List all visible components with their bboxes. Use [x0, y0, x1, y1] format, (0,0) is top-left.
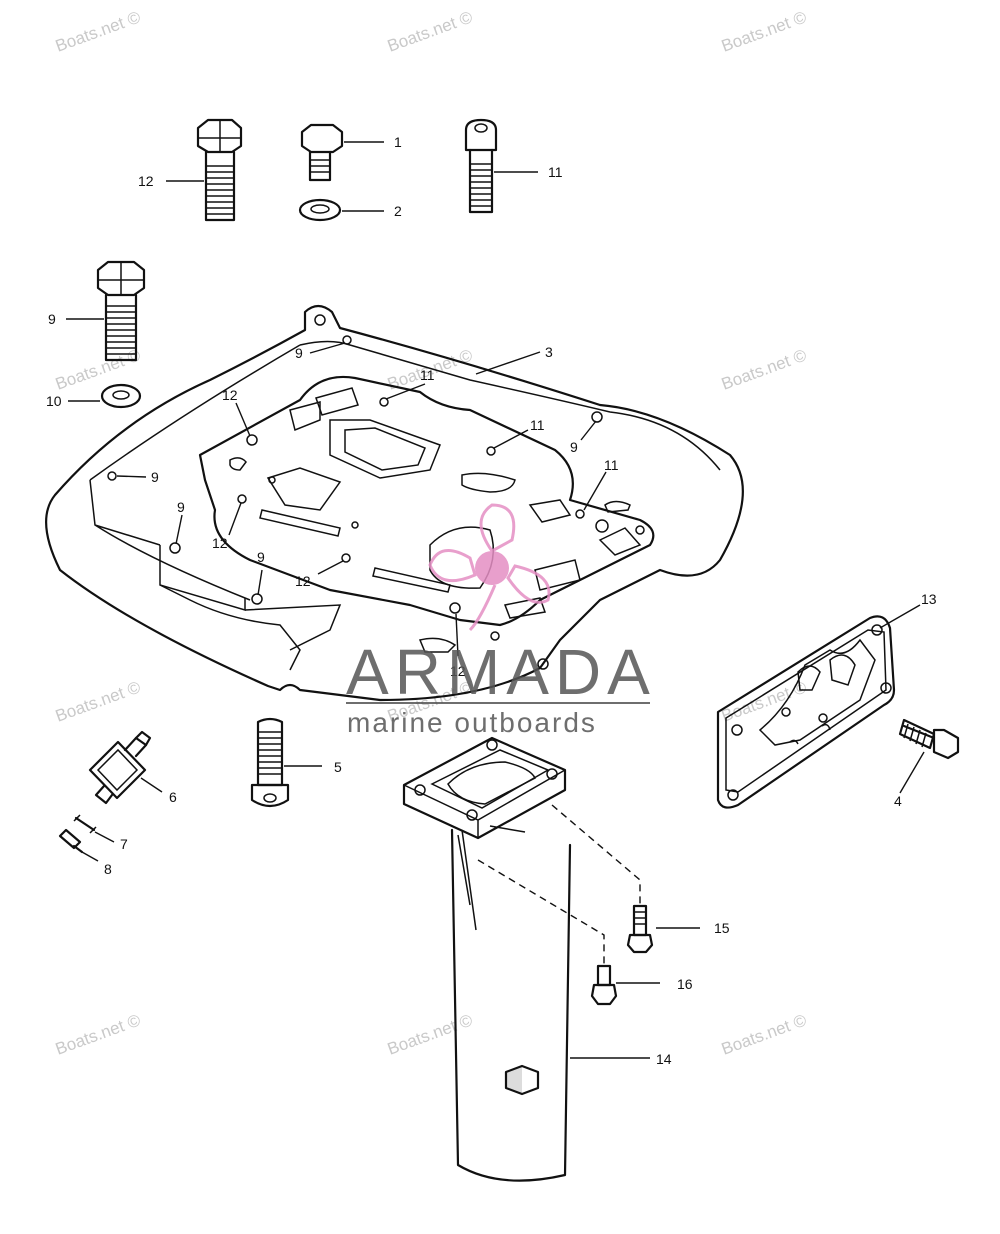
callout-12: 12: [295, 573, 311, 589]
callout-12: 12: [212, 535, 228, 551]
part-7-pin: 7: [73, 814, 128, 852]
callout-11: 11: [604, 457, 619, 473]
part-4-bolt: 4: [894, 718, 960, 809]
callout-9: 9: [151, 469, 159, 485]
part-2-washer: 2: [298, 198, 402, 222]
callout-8: 8: [104, 861, 112, 877]
watermark: Boats.net ©: [719, 7, 810, 55]
part-9-bolt: 9: [48, 260, 146, 362]
callout-9: 9: [570, 439, 578, 455]
armada-logo: ARMADA marine outboards: [346, 503, 656, 738]
part-8-nipple: 8: [58, 828, 112, 877]
callout-1: 1: [394, 134, 402, 150]
callout-16: 16: [677, 976, 693, 992]
callout-13: 13: [921, 591, 937, 607]
callout-9: 9: [177, 499, 185, 515]
watermark: Boats.net ©: [385, 7, 476, 55]
callout-10: 10: [46, 393, 62, 409]
callout-11: 11: [548, 164, 563, 180]
part-12-bolt: 12: [138, 118, 243, 222]
callout-6: 6: [169, 789, 177, 805]
part-6-fitting: 6: [88, 730, 177, 805]
callout-14: 14: [656, 1051, 672, 1067]
part-15-bolt: 15: [551, 804, 730, 954]
logo-name: ARMADA: [346, 636, 656, 708]
watermark: Boats.net ©: [719, 345, 810, 393]
watermark: Boats.net ©: [53, 677, 144, 725]
callout-11: 11: [420, 367, 435, 383]
callout-9: 9: [48, 311, 56, 327]
watermarks: Boats.net © Boats.net © Boats.net © Boat…: [53, 7, 810, 1058]
watermark: Boats.net ©: [719, 1010, 810, 1058]
logo-tagline: marine outboards: [347, 707, 597, 738]
callout-11: 11: [530, 417, 545, 433]
part-5-socket-bolt: 5: [250, 717, 342, 808]
callout-7: 7: [120, 836, 128, 852]
part-16-bolt: 16: [477, 859, 693, 1006]
callout-4: 4: [894, 793, 902, 809]
callout-12: 12: [450, 663, 466, 679]
callout-5: 5: [334, 759, 342, 775]
callout-2: 2: [394, 203, 402, 219]
propeller-icon: [428, 503, 551, 632]
part-3-adapter-plate: 9 3 11 12 11 9 9 11 9 12 9 12 12: [45, 304, 744, 702]
part-1-bolt: 1: [300, 123, 402, 182]
part-10-washer: 10: [46, 383, 142, 409]
callout-12: 12: [138, 173, 154, 189]
callout-9: 9: [257, 549, 265, 565]
callout-12: 12: [222, 387, 238, 403]
watermark: Boats.net ©: [53, 1010, 144, 1058]
callout-3: 3: [545, 344, 553, 360]
watermark: Boats.net ©: [53, 7, 144, 55]
watermark: Boats.net ©: [385, 1010, 476, 1058]
callout-15: 15: [714, 920, 730, 936]
part-14-exhaust-tube: 14: [402, 736, 672, 1182]
callout-9: 9: [295, 345, 303, 361]
part-13-cover-plate: 13: [716, 591, 937, 809]
part-11-socket-bolt: 11: [464, 118, 563, 214]
